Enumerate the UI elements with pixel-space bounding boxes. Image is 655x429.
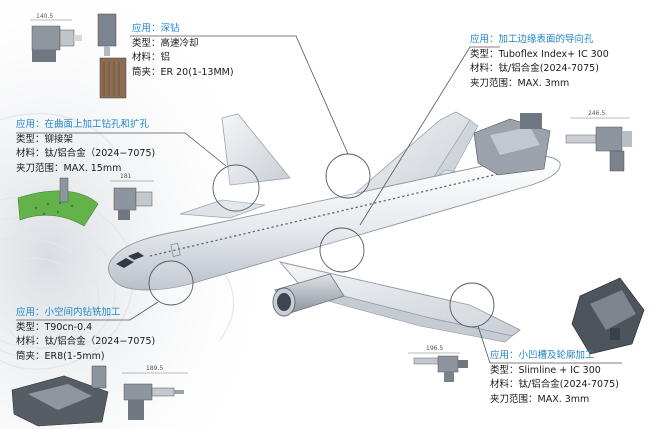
material-label: 材料：钛/铝合金（2024−7075) [16, 148, 156, 159]
magnifier-wingtip [449, 282, 495, 328]
curved-surface-tool-thumbnail: 181 [17, 173, 154, 227]
spec-label: 筒夹：ER 20(1-13MM) [132, 66, 234, 78]
dimension-label: 140.5 [36, 13, 53, 20]
application-label: 应用：小凹槽及轮廓加工 [490, 350, 595, 361]
callout-curved-surface: 应用：在曲面上加工钻孔和扩孔 类型：铆接架 材料：钛/铝合金（2024−7075… [16, 118, 155, 176]
spec-label: 筒夹：ER8(1-5mm) [16, 350, 105, 362]
dimension-label: 181 [120, 173, 132, 180]
deep-drill-tool-thumbnail: 140.5 [30, 13, 127, 99]
leader-small-space [16, 301, 159, 321]
type-label: 类型：Tuboflex Index+ IC 300 [470, 48, 609, 60]
type-label: 类型：T90cn-0.4 [16, 321, 93, 333]
dimension-label: 246.5 [588, 110, 605, 117]
magnifier-tail [212, 164, 260, 212]
leader-curved-surface [16, 132, 227, 167]
application-label: 应用：加工边缘表面的导向孔 [470, 34, 594, 45]
leader-groove-contour [477, 325, 622, 364]
material-label: 材料：钛/铝合金(2024-7075) [470, 63, 599, 74]
type-label: 类型：铆接架 [16, 133, 74, 145]
application-label: 应用：深钻 [132, 23, 180, 34]
edge-holes-tool-thumbnail: 246.5 [473, 110, 632, 176]
dimension-label: 196.5 [426, 345, 443, 352]
magnifier-nose [148, 260, 194, 306]
material-label: 材料：铝 [132, 52, 171, 63]
magnifier-wing-root [319, 227, 365, 273]
groove-contour-tool-thumbnail: 196.5 [408, 277, 645, 382]
callout-deep-drill: 应用：深钻 类型：高速冷却 材料：铝 筒夹：ER 20(1-13MM) [132, 22, 234, 80]
spec-label: 夹刀范围：MAX. 3mm [490, 393, 590, 405]
magnifier-fuselage-top [325, 153, 371, 199]
dimension-label: 189.5 [146, 365, 163, 372]
material-label: 材料：钛/铝合金（2024−7075) [16, 336, 156, 347]
small-space-tool-thumbnail: 189.5 [11, 365, 188, 427]
horizontal-stabilizer [179, 199, 266, 219]
material-label: 材料：钛/铝合金(2024-7075) [490, 379, 619, 390]
callout-edge-holes: 应用：加工边缘表面的导向孔 类型：Tuboflex Index+ IC 300 … [470, 33, 609, 91]
near-engine [272, 273, 345, 317]
leader-deep-drill [130, 35, 349, 155]
type-label: 类型：高速冷却 [132, 37, 199, 49]
application-label: 应用：在曲面上加工钻孔和扩孔 [16, 119, 150, 130]
type-label: 类型：Slimline + IC 300 [490, 364, 601, 376]
vertical-tail [221, 113, 291, 186]
callout-small-space: 应用：小空间内钻铣加工 类型：T90cn-0.4 材料：钛/铝合金（2024−7… [16, 306, 155, 364]
application-label: 应用：小空间内钻铣加工 [16, 307, 121, 318]
leader-edge-holes [359, 46, 500, 226]
callout-groove-contour: 应用：小凹槽及轮廓加工 类型：Slimline + IC 300 材料：钛/铝合… [490, 349, 619, 407]
spec-label: 夹刀范围：MAX. 15mm [16, 162, 122, 174]
spec-label: 夹刀范围：MAX. 3mm [470, 77, 570, 89]
fuselage [107, 155, 561, 291]
